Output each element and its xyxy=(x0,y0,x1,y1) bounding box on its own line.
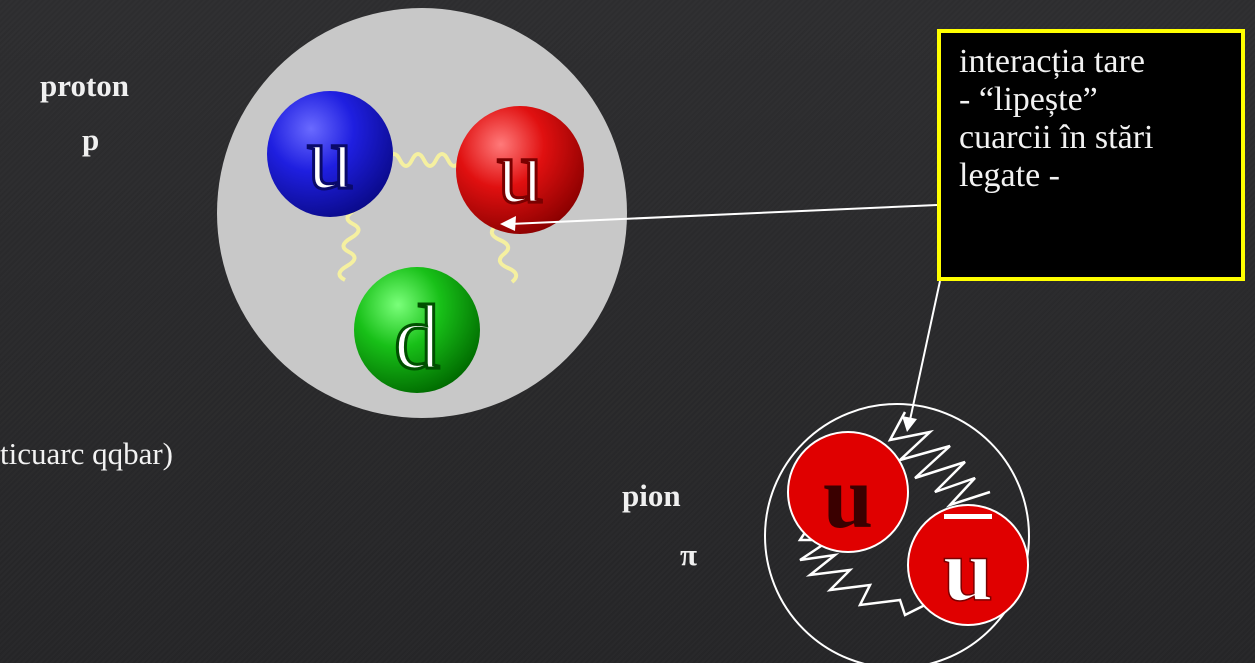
callout-line: legate - xyxy=(959,157,1060,195)
arrow-head-pion xyxy=(902,416,917,432)
pion-body xyxy=(764,403,1030,663)
gluon-ud-left xyxy=(337,208,361,282)
pion-gluon-upper xyxy=(887,411,991,508)
arrow-to-pion xyxy=(909,280,941,421)
quark-up-red xyxy=(456,106,584,234)
quark-label-u1: u xyxy=(307,106,353,208)
pion-antiquark xyxy=(907,504,1029,626)
proton-symbol: p xyxy=(82,122,100,157)
quark-up-blue xyxy=(267,91,393,217)
pion-symbol: π xyxy=(680,537,697,572)
arrow-head-proton xyxy=(500,216,516,231)
arrow-to-proton xyxy=(509,204,938,225)
proton-label: proton xyxy=(40,68,130,103)
antiquark-bar xyxy=(944,514,992,519)
callout-line: interacția tare xyxy=(959,43,1145,80)
quark-label-u2: u xyxy=(497,120,543,222)
pion-label: pion xyxy=(622,478,681,513)
pion-quark-up xyxy=(787,431,909,553)
quark-down-green xyxy=(354,267,480,393)
strong-interaction-callout: interacția tare - “lipește” cuarcii în s… xyxy=(937,29,1245,281)
quark-label-d: d xyxy=(394,286,440,388)
callout-line: - “lipește” xyxy=(959,81,1098,119)
pion-quark-label: u xyxy=(823,448,873,547)
callout-line: cuarcii în stări xyxy=(959,119,1154,157)
partial-caption-text: ticuarc qqbar) xyxy=(0,436,173,471)
pion-antiquark-label: u xyxy=(943,521,993,620)
gluon-uu xyxy=(386,152,462,168)
